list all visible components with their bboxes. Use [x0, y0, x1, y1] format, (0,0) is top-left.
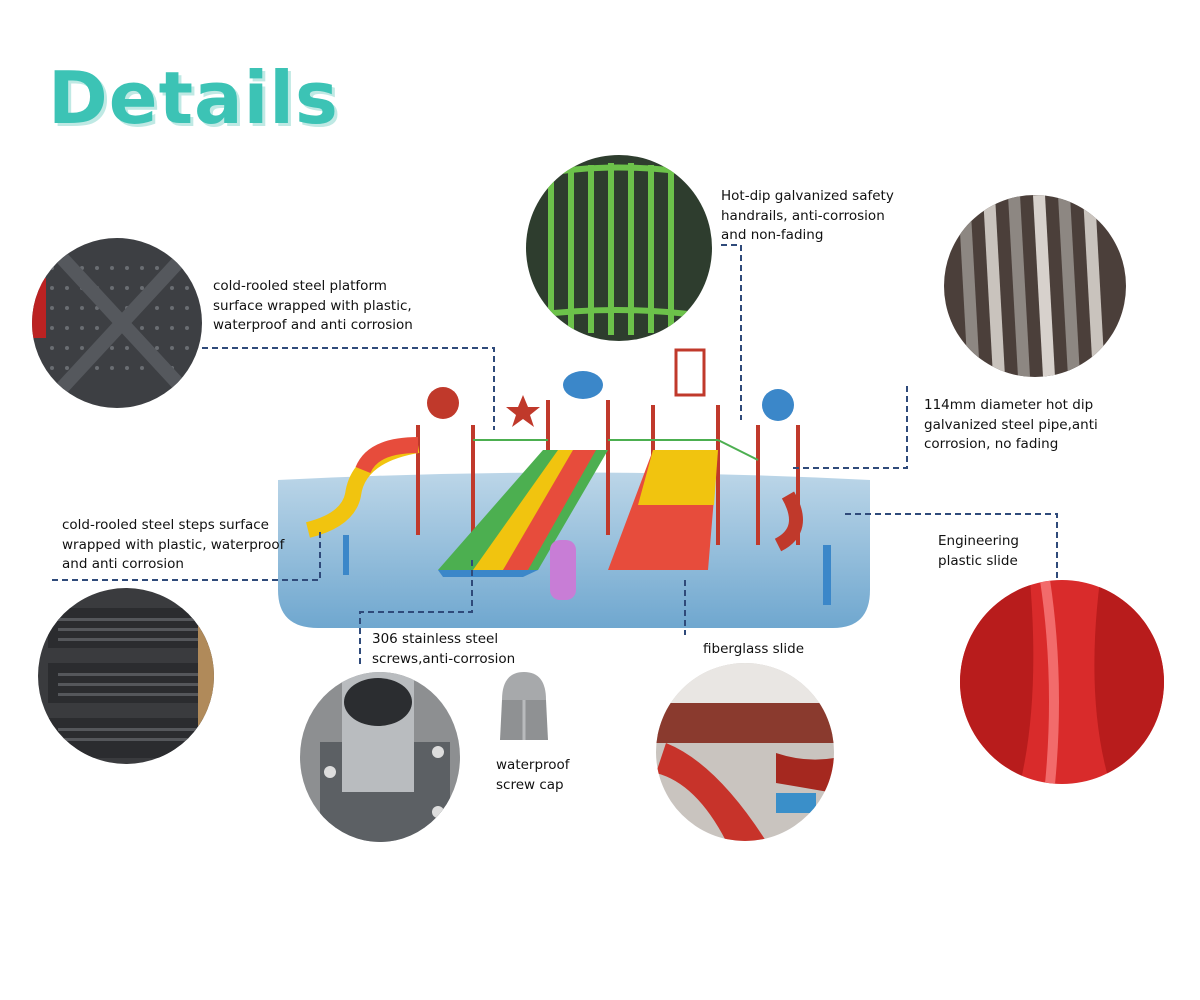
page-title: Details	[48, 56, 339, 140]
platform-callout: cold-rooled steel platform surface wrapp…	[213, 278, 413, 333]
steps-callout: cold-rooled steel steps surface wrapped …	[62, 517, 285, 572]
handrails-callout: Hot-dip galvanized safety handrails, ant…	[721, 188, 894, 243]
fiberglass-photo	[656, 663, 834, 841]
pipe-photo	[944, 195, 1126, 377]
fiberglass-slide-callout: fiberglass slide	[703, 641, 805, 657]
platform-photo	[32, 238, 202, 408]
engineering-slide-callout: Engineering plastic slide	[938, 533, 1019, 569]
playground-illustration	[278, 348, 870, 628]
screw-photo	[300, 672, 460, 842]
pipe-callout: 114mm diameter hot dip galvanized steel …	[924, 397, 1098, 452]
steps-photo	[38, 588, 214, 764]
screws-callout: 306 stainless steel screws,anti-corrosio…	[372, 631, 516, 667]
screw-cap-icon	[496, 670, 552, 746]
screw-cap-callout: waterproof screw cap	[496, 757, 570, 793]
slide-photo	[960, 580, 1164, 784]
handrail-photo	[526, 155, 712, 341]
